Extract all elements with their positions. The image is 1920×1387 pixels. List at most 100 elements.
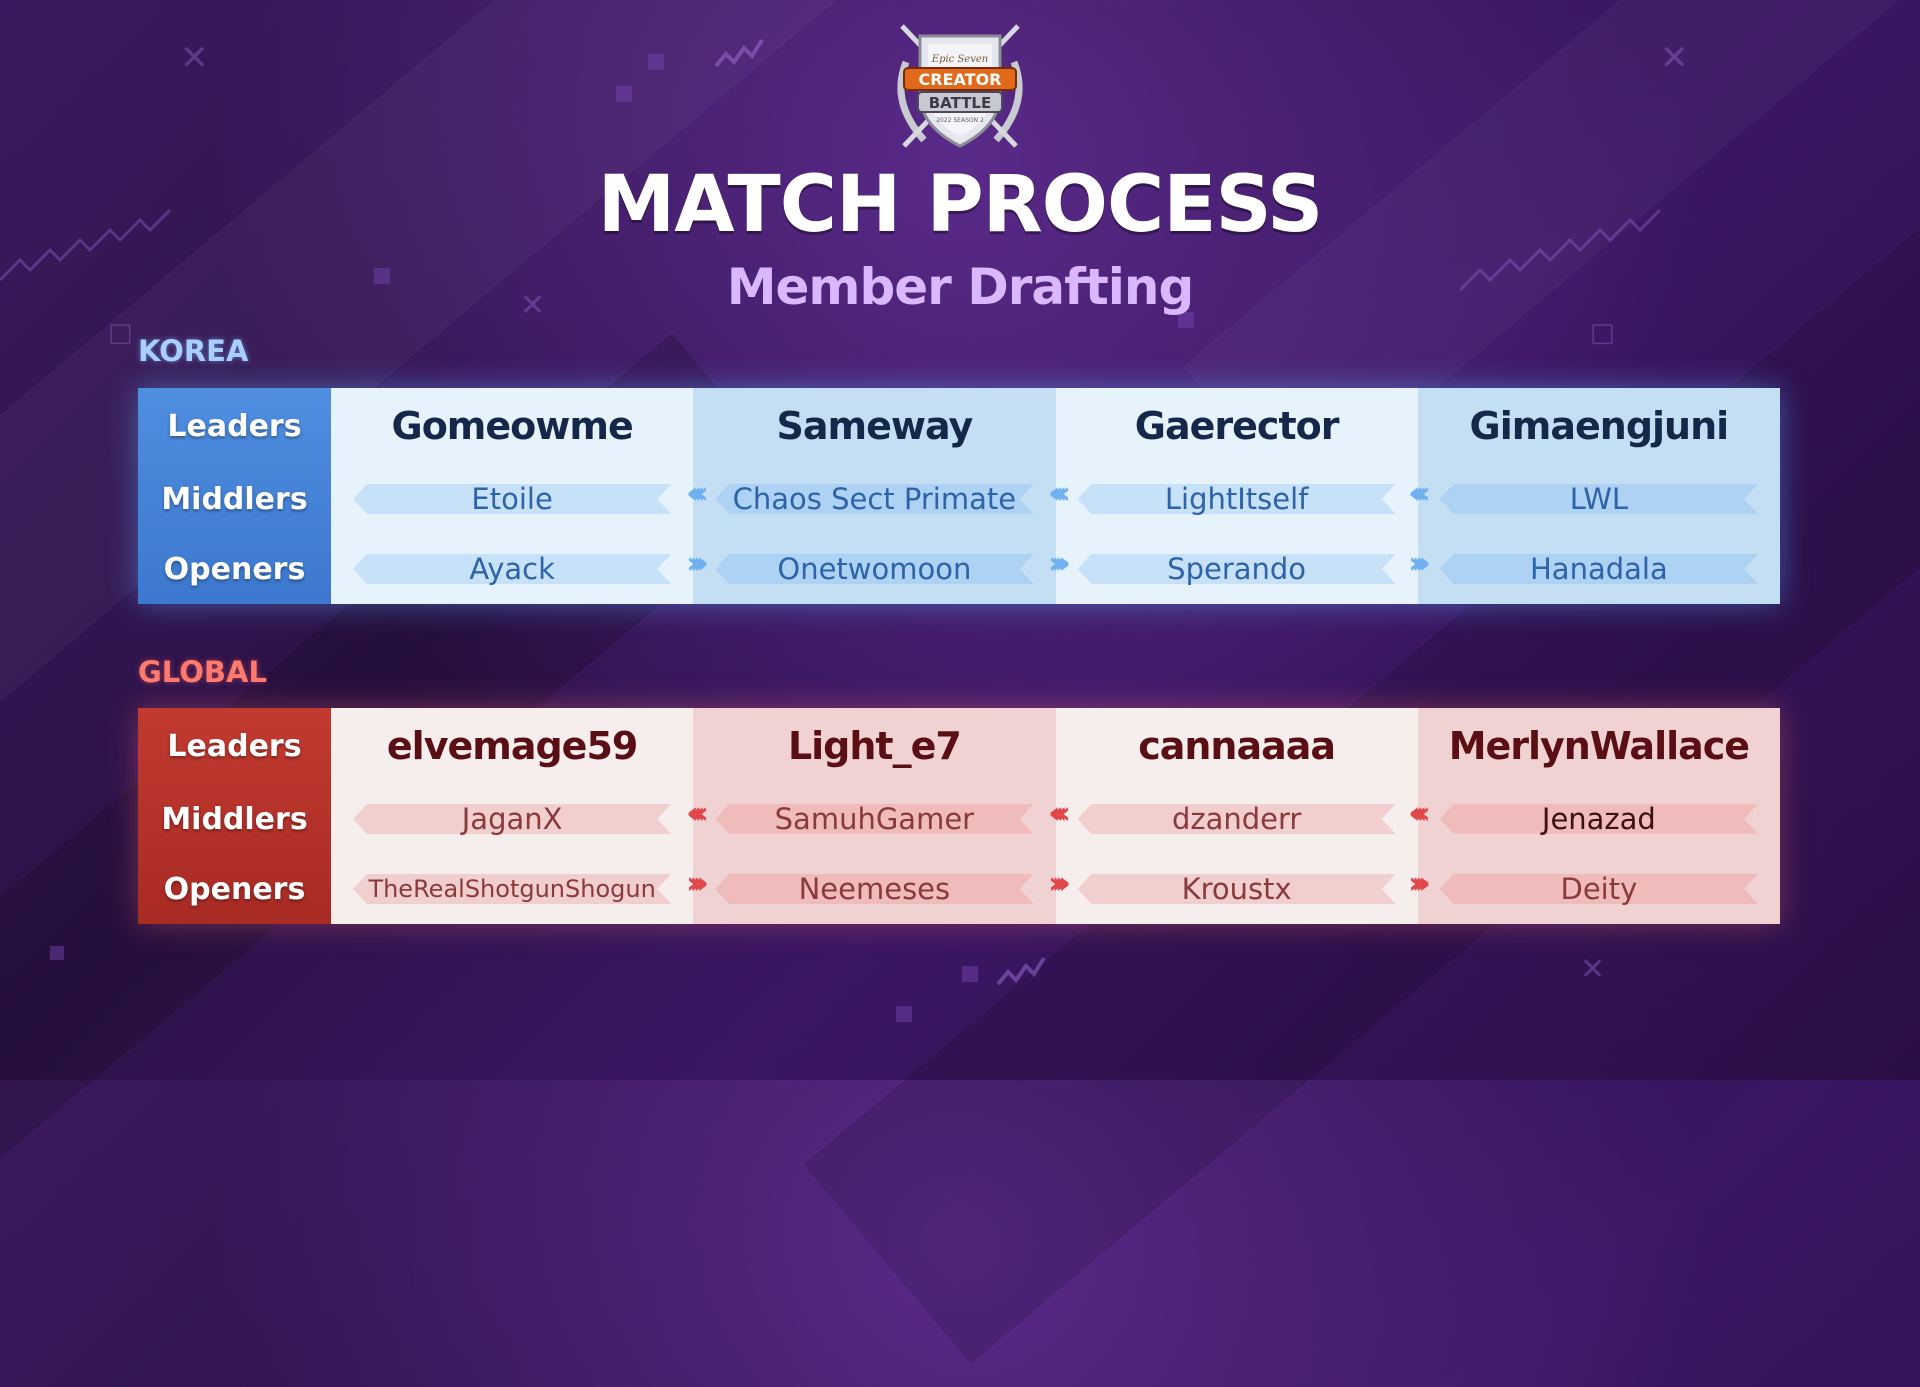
member-name: SamuhGamer [774, 802, 975, 836]
page-subtitle: Member Drafting [726, 258, 1195, 316]
team-opener: TheRealShotgunShogun [331, 854, 693, 924]
ribbon-decoration [353, 554, 671, 584]
chevron-left-icon: ‹‹‹‹ [1408, 796, 1430, 831]
zigzag-icon [714, 38, 764, 68]
member-name: Ayack [469, 552, 555, 586]
page-title: MATCH PROCESS [597, 160, 1324, 250]
global-region-label: GLOBAL [138, 655, 267, 689]
role-column: Leaders Middlers Openers [138, 708, 331, 924]
member-name: Onetwomoon [777, 552, 972, 586]
member-name: Etoile [471, 482, 553, 516]
square-icon [50, 946, 64, 960]
team-middler: SamuhGamer [693, 784, 1055, 854]
ribbon-decoration [715, 554, 1033, 584]
team-leader: Gimaengjuni [1469, 404, 1730, 448]
member-name: Sperando [1167, 552, 1307, 586]
ribbon-decoration [715, 804, 1033, 834]
square-icon [648, 54, 664, 70]
team-leader: Gaerector [1134, 404, 1340, 448]
member-name: Chaos Sect Primate [732, 482, 1017, 516]
role-label-openers: Openers [163, 551, 306, 587]
square-icon [616, 86, 632, 102]
korea-draft-table: Leaders Middlers Openers Gomeowme Etoile… [138, 388, 1780, 604]
member-name: LWL [1569, 482, 1629, 516]
ribbon-decoration [1078, 484, 1396, 514]
team-columns: Gomeowme Etoile Ayack Sameway Chaos Sect… [331, 388, 1780, 604]
ribbon-decoration [715, 874, 1033, 904]
chevron-right-icon: ›››› [1048, 546, 1070, 581]
ribbon-decoration [1078, 874, 1396, 904]
logo-main-line2: BATTLE [929, 94, 992, 112]
team-opener: Sperando [1056, 534, 1418, 604]
team-column: Gaerector LightItself Sperando [1055, 388, 1418, 604]
x-icon: ✕ [180, 38, 209, 78]
team-middler: dzanderr [1056, 784, 1418, 854]
team-opener: Hanadala [1418, 534, 1780, 604]
zigzag-icon [996, 956, 1046, 986]
logo-main-line1: CREATOR [919, 70, 1002, 89]
team-column: Gomeowme Etoile Ayack [331, 388, 694, 604]
chevron-left-icon: ‹‹‹‹ [686, 796, 708, 831]
chevron-right-icon: ›››› [1408, 866, 1430, 901]
team-column: MerlynWallace Jenazad Deity [1417, 708, 1780, 924]
team-opener: Onetwomoon [693, 534, 1055, 604]
ribbon-decoration [1440, 804, 1758, 834]
role-label-leaders: Leaders [167, 408, 302, 444]
team-middler: Etoile [331, 464, 693, 534]
member-name: TheRealShotgunShogun [368, 875, 656, 903]
square-outline-icon: □ [108, 318, 133, 348]
ribbon-decoration [1440, 484, 1758, 514]
team-opener: Kroustx [1056, 854, 1418, 924]
member-name: Neemeses [798, 872, 951, 906]
ribbon-decoration [353, 874, 671, 904]
stripe-decoration [1460, 208, 1660, 292]
ribbon-decoration [353, 484, 671, 514]
member-name: Kroustx [1181, 872, 1292, 906]
ribbon-decoration [715, 484, 1033, 514]
team-column: Light_e7 SamuhGamer Neemeses [693, 708, 1056, 924]
team-opener: Ayack [331, 534, 693, 604]
ribbon-decoration [1440, 554, 1758, 584]
ribbon-decoration [1078, 804, 1396, 834]
team-leader: MerlynWallace [1448, 724, 1750, 768]
global-draft-table: Leaders Middlers Openers elvemage59 Jaga… [138, 708, 1780, 924]
team-middler: Jenazad [1418, 784, 1780, 854]
chevron-right-icon: ›››› [686, 866, 708, 901]
role-label-openers: Openers [163, 871, 306, 907]
creator-battle-logo: Epic Seven CREATOR BATTLE 2022 SEASON 2 [897, 24, 1023, 148]
team-middler: Chaos Sect Primate [693, 464, 1055, 534]
team-opener: Neemeses [693, 854, 1055, 924]
member-name: Deity [1560, 872, 1638, 906]
chevron-left-icon: ‹‹‹‹ [1048, 476, 1070, 511]
square-icon [962, 966, 978, 982]
team-leader: elvemage59 [386, 724, 638, 768]
role-label-middlers: Middlers [161, 481, 308, 517]
member-name: JaganX [461, 802, 563, 836]
chevron-right-icon: ›››› [1408, 546, 1430, 581]
stripe-decoration [0, 208, 170, 282]
chevron-left-icon: ‹‹‹‹ [1408, 476, 1430, 511]
team-middler: LWL [1418, 464, 1780, 534]
member-name: Hanadala [1530, 552, 1668, 586]
team-leader: Light_e7 [787, 724, 962, 768]
ribbon-decoration [1078, 554, 1396, 584]
team-opener: Deity [1418, 854, 1780, 924]
chevron-right-icon: ›››› [686, 546, 708, 581]
role-label-leaders: Leaders [167, 728, 302, 764]
ribbon-decoration [1440, 874, 1758, 904]
square-outline-icon: □ [1590, 318, 1615, 348]
team-leader: Gomeowme [391, 404, 634, 448]
team-leader: Sameway [776, 404, 974, 448]
team-middler: LightItself [1056, 464, 1418, 534]
team-columns: elvemage59 JaganX TheRealShotgunShogun L… [331, 708, 1780, 924]
square-icon [896, 1006, 912, 1022]
x-icon: ✕ [1580, 952, 1606, 987]
chevron-right-icon: ›››› [1048, 866, 1070, 901]
chevron-left-icon: ‹‹‹‹ [686, 476, 708, 511]
x-icon: ✕ [520, 288, 546, 323]
square-icon [374, 268, 390, 284]
team-column: Gimaengjuni LWL Hanadala [1417, 388, 1780, 604]
team-leader: cannaaaa [1138, 724, 1336, 768]
role-label-middlers: Middlers [161, 801, 308, 837]
team-column: elvemage59 JaganX TheRealShotgunShogun [331, 708, 694, 924]
